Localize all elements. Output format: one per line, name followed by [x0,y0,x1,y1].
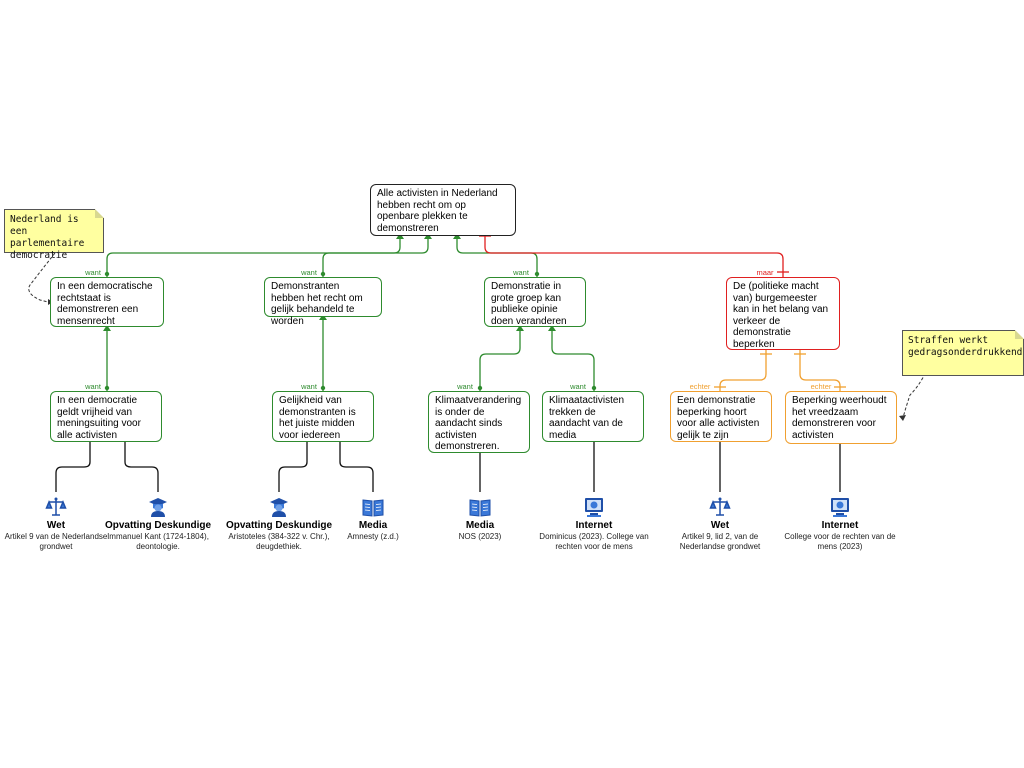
reason-box-3[interactable]: Demonstratie in grote groep kan publieke… [484,277,586,327]
connector-claim-reason1 [106,235,401,278]
source-type: Opvatting Deskundige [104,520,212,531]
monitor-icon [831,498,849,517]
label-want: want [301,268,317,277]
scales-icon [45,497,67,516]
monitor-icon [585,498,603,517]
source-aristoteles[interactable]: Opvatting Deskundige Aristoteles (384-32… [219,496,339,552]
sub-reason-text: Klimaatactivisten trekken de aandacht va… [549,395,625,441]
source-college-rechten[interactable]: Internet College voor de rechten van de … [780,496,900,552]
source-desc: NOS (2023) [458,532,502,541]
source-desc: Aristoteles (384-322 v. Chr.), deugdethi… [228,532,330,551]
objection-box[interactable]: De (politieke macht van) burgemeester ka… [726,277,840,350]
reason-text: Demonstranten hebben het recht om gelijk… [271,281,363,327]
source-desc: Amnesty (z.d.) [347,532,399,541]
label-want: want [301,382,317,391]
scales-icon [709,497,731,516]
sub-reason-box-2[interactable]: Gelijkheid van demonstranten is het juis… [272,391,374,442]
source-type: Internet [821,520,859,531]
connector-objection-rebuttal1 [719,350,767,392]
label-want: want [85,382,101,391]
label-want: want [513,268,529,277]
connector-reason3-sub2 [551,327,595,392]
claim-box[interactable]: Alle activisten in Nederland hebben rech… [370,184,516,236]
label-maar: maar [756,268,774,277]
source-type: Wet [710,520,730,531]
label-echter: echter [810,382,832,391]
source-type: Media [465,520,495,531]
note-left-text: Nederland is een parlementaire democrati… [10,214,85,261]
sub-reason-text: Gelijkheid van demonstranten is het juis… [279,395,356,441]
source-kant[interactable]: Opvatting Deskundige Immanuel Kant (1724… [98,496,218,552]
source-desc: Artikel 9 van de Nederlandse grondwet [4,532,108,551]
source-wet-artikel9[interactable]: Wet Artikel 9 van de Nederlandse grondwe… [0,496,116,552]
reason-box-1[interactable]: In een democratische rechtstaat is demon… [50,277,164,327]
connector-reason3-sub1 [479,327,521,392]
connector-claim-objection [484,235,784,278]
note-right[interactable]: Straffen werkt gedragsonderdrukkend [902,330,1024,376]
source-desc: Dominicus (2023). College van rechten vo… [539,532,649,551]
claim-text: Alle activisten in Nederland hebben rech… [377,188,498,234]
connector-source-amnesty [339,442,374,492]
rebuttal-box-1[interactable]: Een demonstratie beperking hoort voor al… [670,391,772,442]
source-type: Opvatting Deskundige [225,520,333,531]
rebuttal-text: Een demonstratie beperking hoort voor al… [677,395,760,441]
reason-text: In een democratische rechtstaat is demon… [57,281,153,327]
connector-claim-reason2 [322,235,429,278]
objection-text: De (politieke macht van) burgemeester ka… [733,281,829,350]
label-want: want [457,382,473,391]
graduate-icon [270,498,288,517]
sub-reason-text: Klimaatverandering is onder de aandacht … [435,395,522,452]
label-echter: echter [689,382,711,391]
source-wet-artikel9-lid2[interactable]: Wet Artikel 9, lid 2, van de Nederlandse… [660,496,780,552]
sub-reason-box-4[interactable]: Klimaatactivisten trekken de aandacht va… [542,391,644,442]
rebuttal-box-2[interactable]: Beperking weerhoudt het vreedzaam demons… [785,391,897,444]
note-connector-left [28,252,56,303]
note-left[interactable]: Nederland is een parlementaire democrati… [4,209,104,261]
reason-text: Demonstratie in grote groep kan publieke… [491,281,567,327]
sub-reason-box-3[interactable]: Klimaatverandering is onder de aandacht … [428,391,530,453]
connector-source-wet1 [55,442,91,492]
source-type: Internet [575,520,613,531]
sub-reason-box-1[interactable]: In een democratie geldt vrijheid van men… [50,391,162,442]
note-right-text: Straffen werkt gedragsonderdrukkend [908,335,1023,358]
connector-objection-rebuttal2 [799,350,841,392]
source-desc: Artikel 9, lid 2, van de Nederlandse gro… [679,532,761,551]
book-icon [362,499,384,517]
book-icon [469,499,491,517]
connector-source-aristoteles [278,442,308,492]
source-dominicus[interactable]: Internet Dominicus (2023). College van r… [534,496,654,552]
connector-source-kant [124,442,159,492]
source-desc: College voor de rechten van de mens (202… [784,532,896,551]
reason-box-2[interactable]: Demonstranten hebben het recht om gelijk… [264,277,382,327]
source-nos[interactable]: Media NOS (2023) [420,496,540,542]
source-desc: Immanuel Kant (1724-1804), deontologie. [107,532,209,551]
sub-reason-text: In een democratie geldt vrijheid van men… [57,395,141,441]
source-type: Media [358,520,388,531]
graduate-icon [149,498,167,517]
label-want: want [570,382,586,391]
source-amnesty[interactable]: Media Amnesty (z.d.) [313,496,433,542]
rebuttal-text: Beperking weerhoudt het vreedzaam demons… [792,395,887,441]
label-want: want [85,268,101,277]
source-type: Wet [46,520,66,531]
